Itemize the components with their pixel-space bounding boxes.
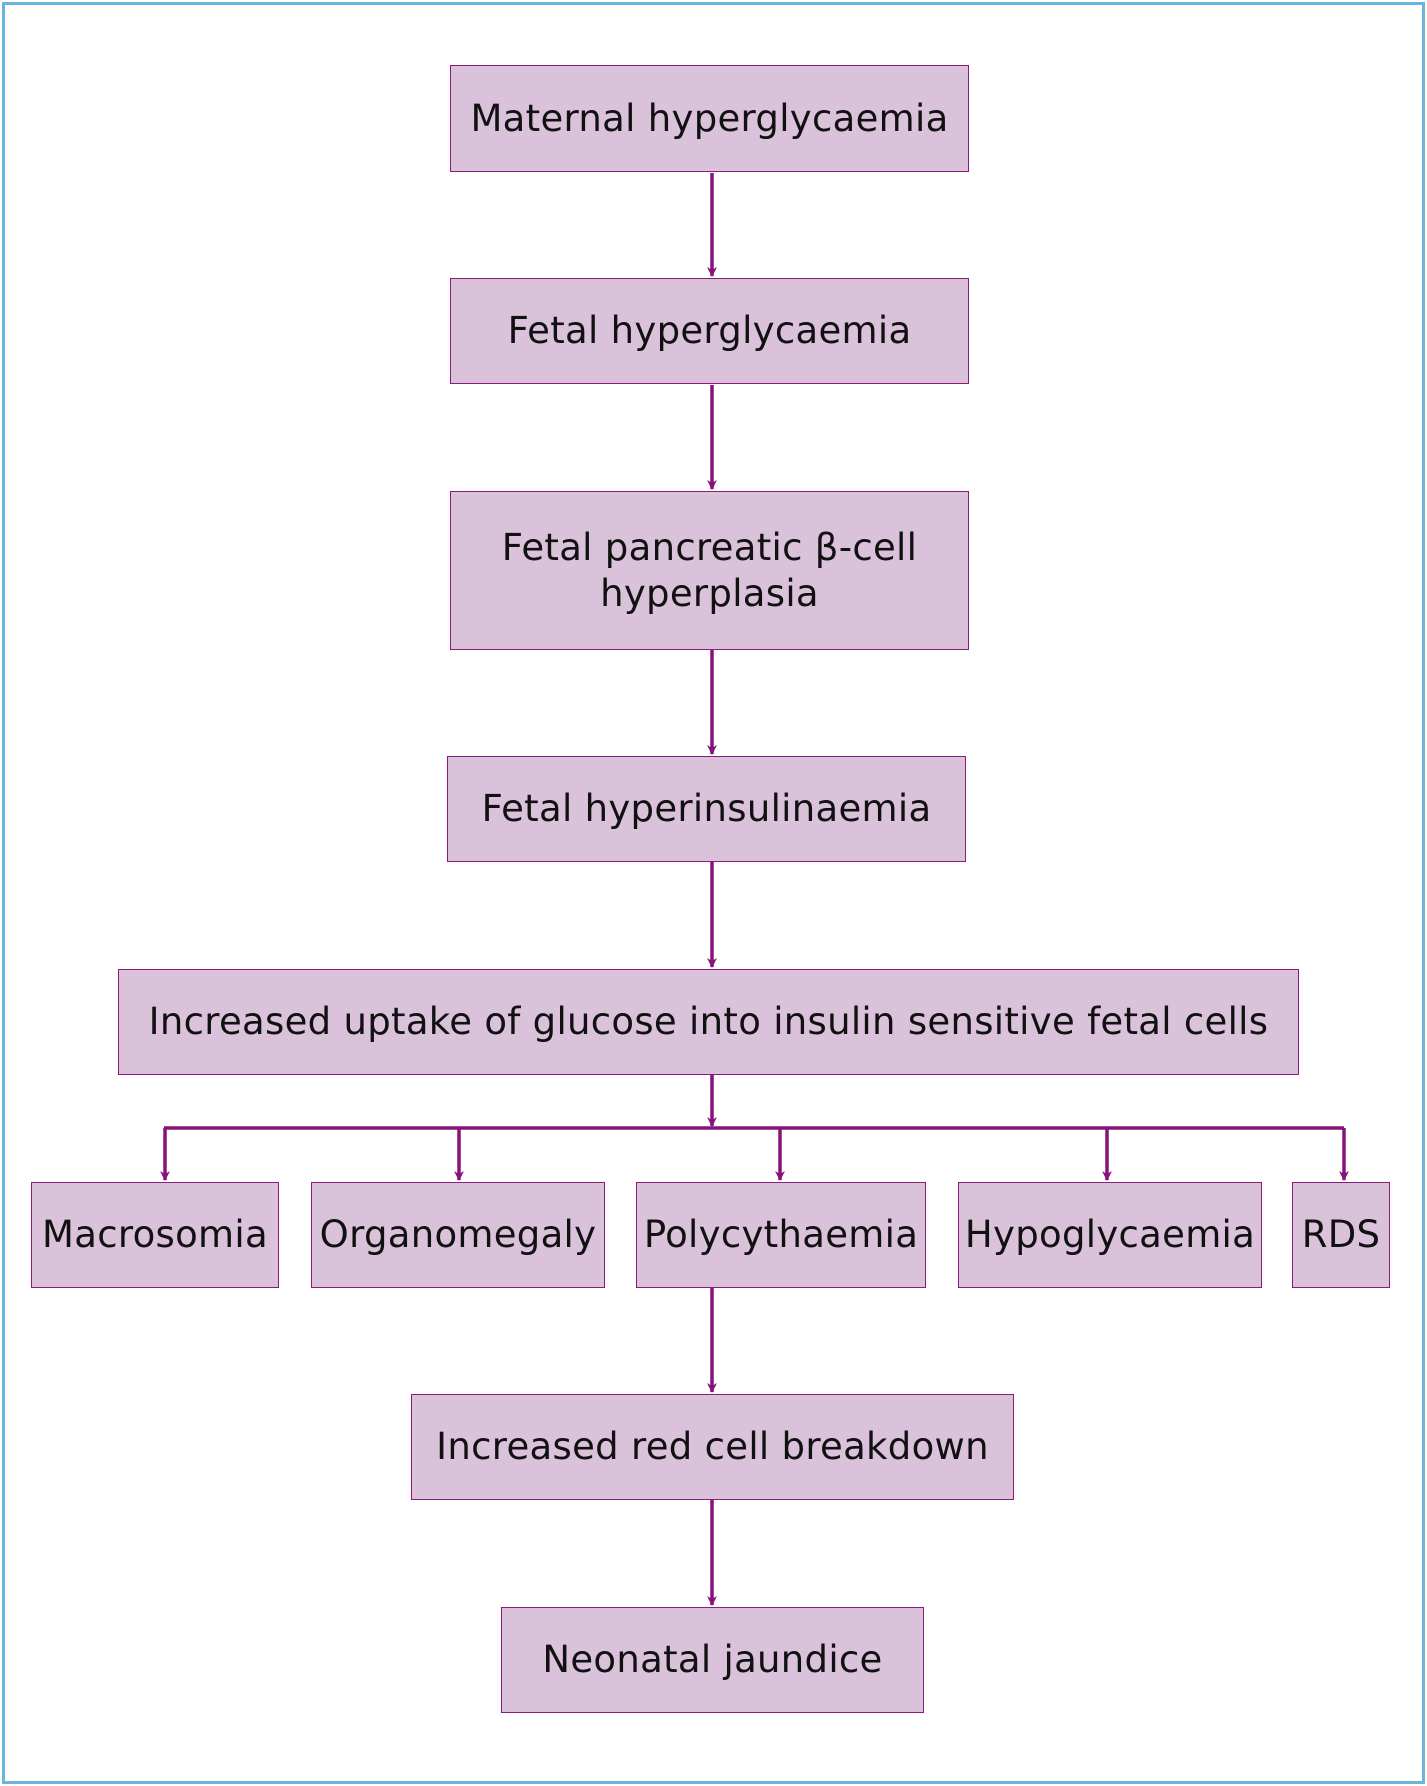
node-label: Organomegaly [319,1213,597,1256]
node-macrosomia: Macrosomia [31,1182,279,1288]
node-label: Increased red cell breakdown [436,1425,989,1468]
node-rds: RDS [1292,1182,1390,1288]
node-label: Fetal hyperglycaemia [507,309,912,352]
node-maternal-hyperglycaemia: Maternal hyperglycaemia [450,65,969,172]
node-label: Fetal hyperinsulinaemia [481,787,932,830]
node-label: Polycythaemia [643,1213,919,1256]
node-increased-red-cell-breakdown: Increased red cell breakdown [411,1394,1014,1500]
node-increased-glucose-uptake: Increased uptake of glucose into insulin… [118,969,1299,1075]
node-polycythaemia: Polycythaemia [636,1182,926,1288]
node-fetal-hyperinsulinaemia: Fetal hyperinsulinaemia [447,756,966,862]
node-neonatal-jaundice: Neonatal jaundice [501,1607,924,1713]
node-label-line1: Fetal pancreatic β-cell [501,525,918,569]
node-label: Increased uptake of glucose into insulin… [148,1000,1269,1043]
node-label: Macrosomia [42,1213,268,1256]
node-label: Maternal hyperglycaemia [470,96,949,140]
node-label-line2: hyperplasia [600,571,819,615]
node-beta-cell-hyperplasia: Fetal pancreatic β-cell hyperplasia [450,491,969,650]
node-organomegaly: Organomegaly [311,1182,605,1288]
node-hypoglycaemia: Hypoglycaemia [958,1182,1262,1288]
node-label: RDS [1301,1213,1381,1256]
node-label: Neonatal jaundice [542,1638,883,1681]
node-label: Hypoglycaemia [964,1213,1256,1256]
node-fetal-hyperglycaemia: Fetal hyperglycaemia [450,278,969,384]
